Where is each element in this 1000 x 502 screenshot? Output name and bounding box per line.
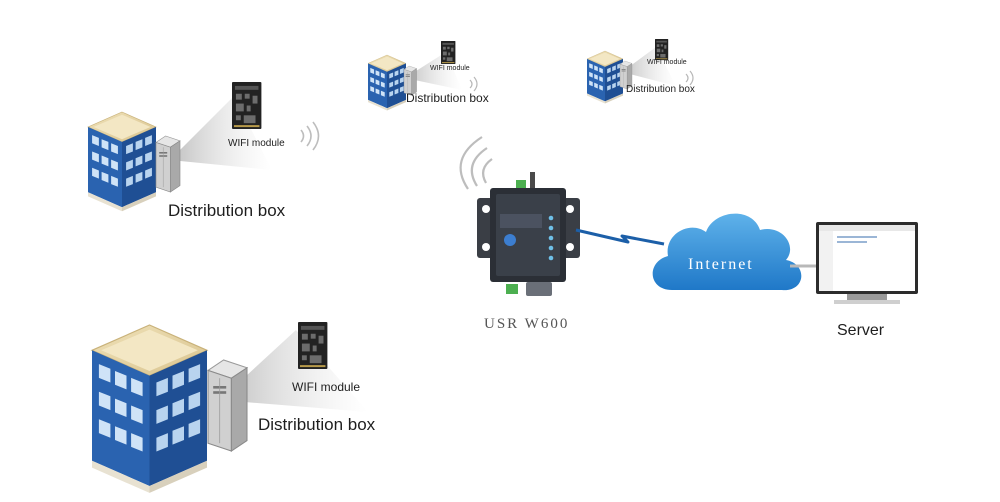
module-label-top-a: WIFI module (430, 65, 470, 72)
module-label-top-b: WIFI module (647, 59, 687, 66)
site-top-b (586, 39, 694, 104)
usr-w600-device (459, 136, 580, 296)
box-label-mid: Distribution box (168, 201, 286, 220)
server-label: Server (837, 322, 885, 339)
cloud-label: Internet (688, 256, 754, 273)
wifi-waves-icon (469, 76, 478, 92)
module-label-mid: WIFI module (228, 138, 285, 149)
site-mid (87, 82, 320, 212)
wifi-waves-icon (685, 70, 694, 86)
module-label-large: WIFI module (292, 380, 361, 394)
site-large (91, 322, 368, 494)
site-top-a (367, 41, 478, 111)
server-monitor-icon (816, 222, 918, 304)
box-label-large: Distribution box (258, 415, 376, 434)
internet-cloud-icon (652, 213, 802, 291)
wifi-waves-icon (300, 121, 320, 151)
link-bolt (575, 228, 665, 246)
box-label-top-b: Distribution box (626, 84, 695, 95)
box-label-top-a: Distribution box (406, 91, 489, 105)
gateway-label: USR W600 (484, 316, 570, 332)
wifi-signal-icon (459, 136, 493, 190)
